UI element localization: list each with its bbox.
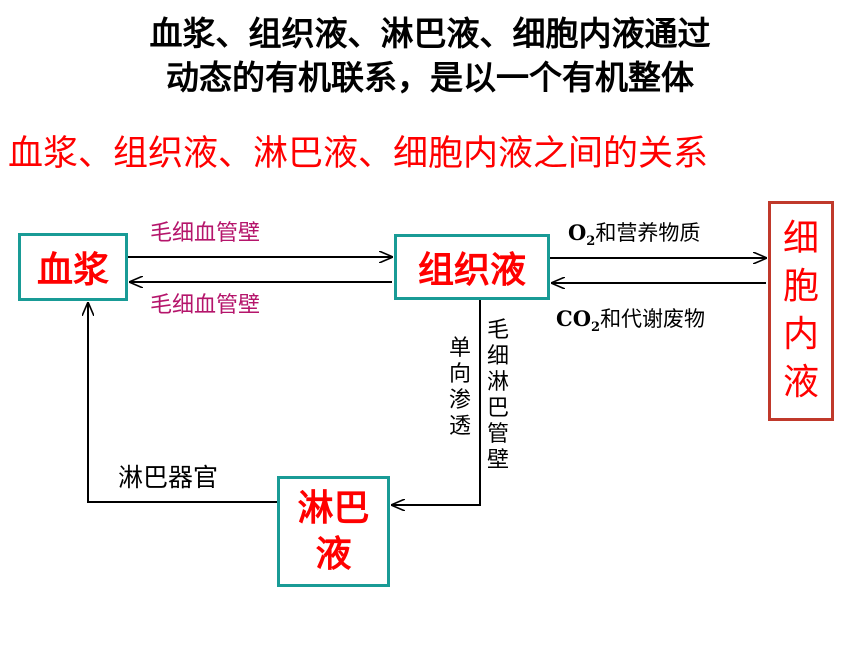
label-capillary-wall-top: 毛细血管壁 (150, 221, 261, 246)
label-one-way-osmosis: 单向渗透 (448, 336, 471, 439)
node-intracellular-fluid: 细胞内液 (768, 201, 834, 421)
label-capillary-wall-bottom: 毛细血管壁 (150, 293, 261, 318)
label-lymph-organ: 淋巴器官 (118, 463, 219, 492)
label-o2-text: 和营养物质 (595, 221, 701, 245)
node-tissue-fluid: 组织液 (394, 234, 550, 300)
label-co2-waste: CO2和代谢废物 (556, 306, 706, 336)
arrow-tissue-to-lymph (392, 300, 481, 505)
arrow-lymph-to-plasma (88, 303, 277, 503)
heading-line-2: 动态的有机联系，是以一个有机整体 (166, 58, 694, 97)
node-lymph: 淋巴液 (277, 476, 390, 587)
diagram-subtitle: 血浆、组织液、淋巴液、细胞内液之间的关系 (8, 134, 709, 174)
label-co2-text: 和代谢废物 (600, 307, 706, 331)
heading-line-1: 血浆、组织液、淋巴液、细胞内液通过 (149, 14, 711, 53)
label-lymph-capillary-wall: 毛细淋巴管壁 (486, 318, 509, 473)
label-co2-subscript: 2 (591, 320, 601, 336)
label-o2-subscript: 2 (586, 234, 596, 250)
label-oxygen-nutrients: O2和营养物质 (568, 220, 701, 250)
node-plasma: 血浆 (18, 233, 128, 301)
